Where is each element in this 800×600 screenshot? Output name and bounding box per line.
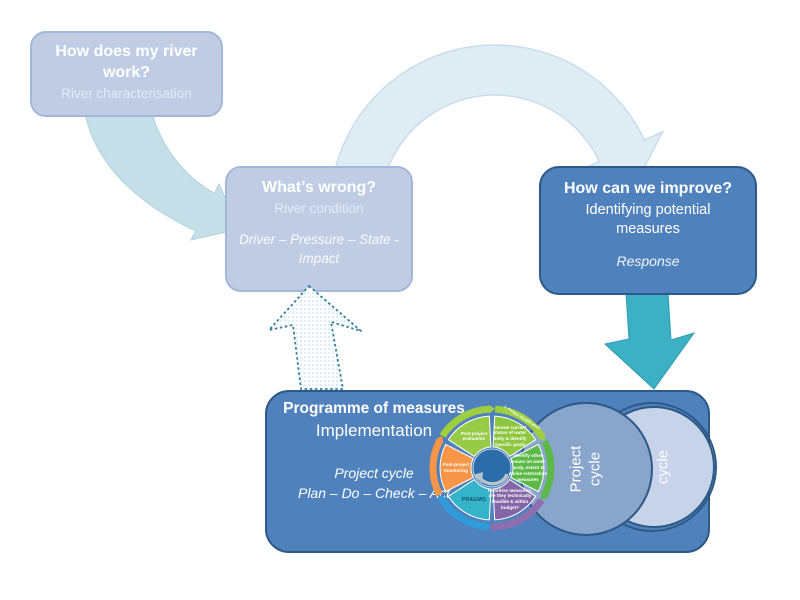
rim-band-2 xyxy=(541,439,555,497)
box-detail-project-cycle: Project cycle xyxy=(334,464,414,481)
segment-label-post-project-monitoring: Post-project monitoring xyxy=(442,462,470,473)
box-subtitle: River characterisation xyxy=(61,85,192,101)
box-subtitle: River condition xyxy=(274,200,364,216)
wheel-segment-pragmo xyxy=(447,478,492,521)
segment-label-prioritise-measures: Prioritise measures, are they technicall… xyxy=(488,487,532,511)
arch-arrow-whats-wrong-to-improve xyxy=(334,44,665,184)
box-programme-of-measures: Programme of measures Implementation Pro… xyxy=(265,390,717,553)
rim-band-6 xyxy=(439,405,490,438)
wheel-hub xyxy=(472,448,512,488)
wheel-segment-post-project-monitoring xyxy=(439,443,474,493)
rim-band-3-arrowhead xyxy=(489,522,496,532)
segment-label-pragmo: PRAGMO xyxy=(461,496,487,503)
rim-band-3 xyxy=(494,498,545,531)
cycle-refresh-arrow-icon xyxy=(478,473,509,486)
box-detail-pdca: Plan – Do – Check – Act xyxy=(297,484,450,501)
box-how-does-my-river-work: How does my river work? River characteri… xyxy=(30,31,223,117)
rim-band-2-arrowhead xyxy=(540,492,549,501)
box-detail: Driver – Pressure – State - Impact xyxy=(239,232,399,266)
box-subtitle: Implementation xyxy=(315,420,433,440)
segment-label-review-status: Review current status of water body & id… xyxy=(493,424,527,448)
rim-band-4 xyxy=(439,498,490,531)
box-title: How does my river work? xyxy=(55,43,198,81)
cycle-refresh-arrowhead xyxy=(473,472,483,483)
wheel-segment-identify-issues xyxy=(510,443,545,493)
box-subtitle: Identifying potential measures xyxy=(585,201,711,237)
rim-band-4-arrowhead xyxy=(438,495,447,503)
project-cycle-wheel: 1. Project identification Review current… xyxy=(417,393,567,543)
rim-band-5 xyxy=(429,439,443,497)
arrow-river-char-to-whats-wrong xyxy=(83,107,240,241)
wheel-segment-review-status xyxy=(492,415,537,458)
box-whats-wrong: What’s wrong? River condition Driver – P… xyxy=(225,166,413,292)
box-title: How can we improve? xyxy=(563,180,733,197)
box-how-can-we-improve: How can we improve? Identifying potentia… xyxy=(539,166,757,295)
segment-label-identify-issues: Identify other issues on water body, ext… xyxy=(508,453,548,482)
rim-band-6-arrowhead xyxy=(488,404,495,414)
rim-band-1-arrowhead xyxy=(537,433,546,441)
programme-text-block: Programme of measures Implementation Pro… xyxy=(275,398,473,503)
box-detail: Response xyxy=(616,253,680,270)
box-title: What’s wrong? xyxy=(261,179,377,196)
wheel-svg: 1. Project identification xyxy=(429,404,555,532)
wheel-segment-post-project-evaluation xyxy=(447,415,492,458)
rim-band-1 xyxy=(494,405,545,438)
cycle-circle-1-label: Project cycle xyxy=(567,445,603,493)
wheel-segment-prioritise-measures xyxy=(492,478,537,521)
segment-label-post-project-evaluation: Post project evaluation xyxy=(460,430,488,442)
rim-band-5-arrowhead xyxy=(435,435,444,444)
arrow-improve-to-programme xyxy=(603,292,696,390)
box-title: Programme of measures xyxy=(283,400,465,417)
